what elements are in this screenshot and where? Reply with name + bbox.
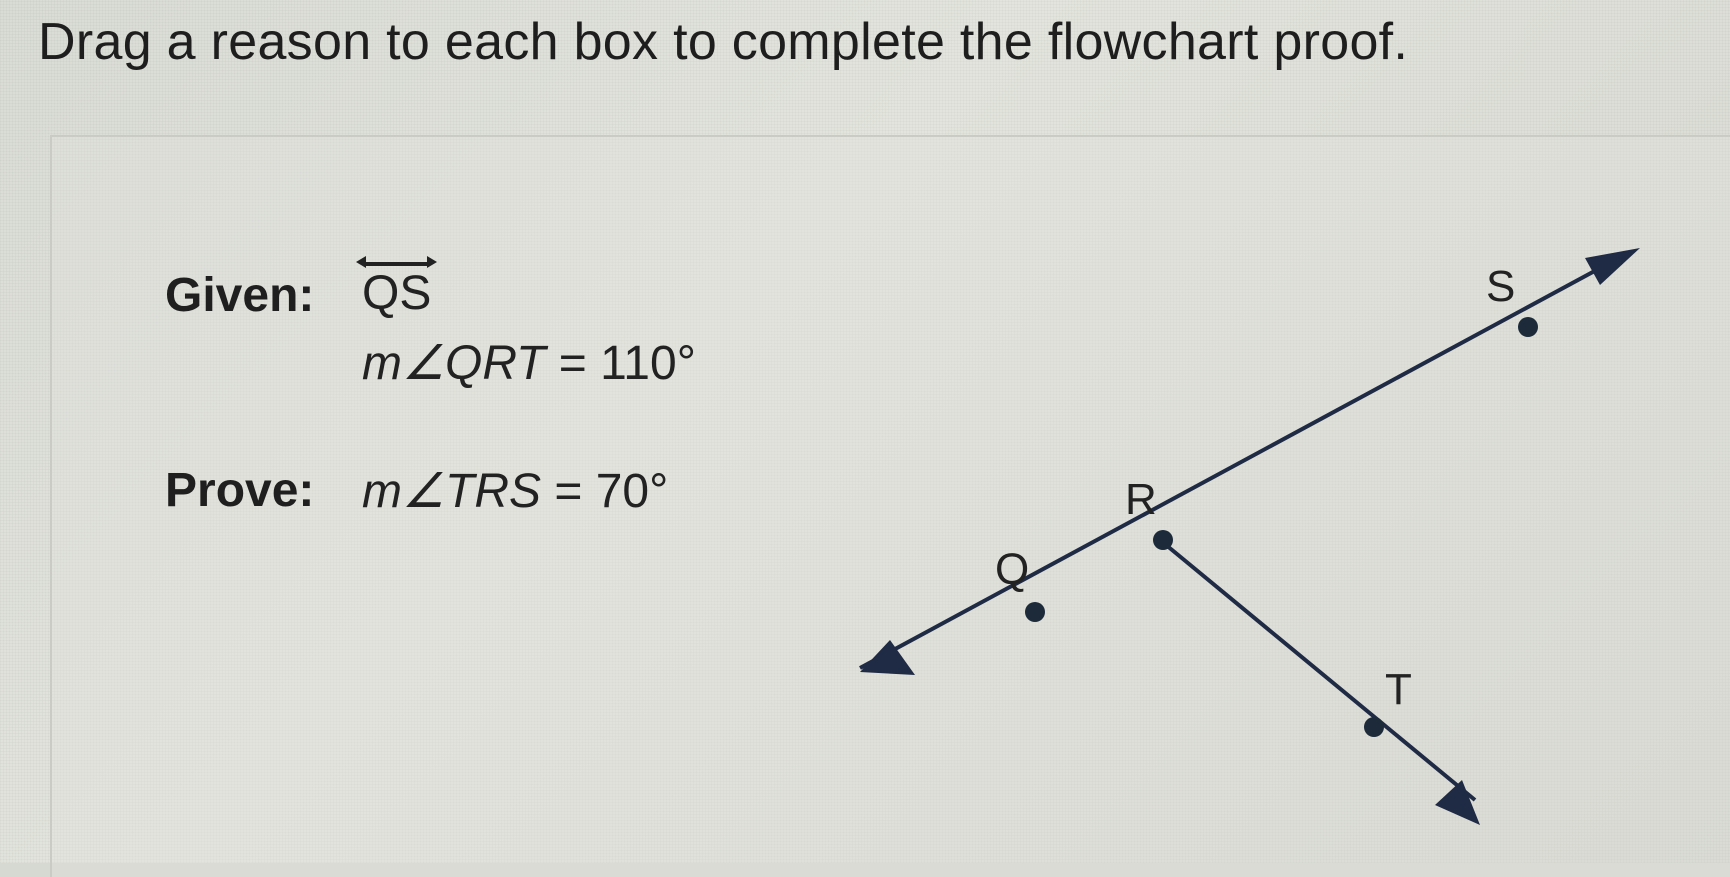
given-line-qs: QS xyxy=(356,256,438,321)
point-label-q: Q xyxy=(995,545,1030,594)
given-label: Given: xyxy=(165,269,315,322)
arrow-left-icon xyxy=(356,256,366,268)
line-overbar-icon xyxy=(364,262,430,266)
given-statement-1: QS xyxy=(362,267,432,320)
point-t xyxy=(1364,717,1384,737)
prove-angle-name: m∠TRS xyxy=(362,465,542,518)
point-s xyxy=(1518,317,1538,337)
point-label-r: R xyxy=(1125,475,1157,524)
arrowhead-q-icon xyxy=(860,640,915,675)
line-qs xyxy=(859,258,1616,670)
point-label-t: T xyxy=(1385,665,1412,714)
point-r xyxy=(1153,530,1173,550)
point-q xyxy=(1025,602,1045,622)
proof-panel xyxy=(50,135,1730,877)
prove-statement: m∠TRS = 70° xyxy=(362,463,668,519)
given-angle-value: = 110° xyxy=(545,337,696,390)
point-label-s: S xyxy=(1486,262,1516,311)
ray-rt xyxy=(1158,538,1477,802)
instruction-text: Drag a reason to each box to complete th… xyxy=(38,13,1409,71)
arrowhead-t-icon xyxy=(1435,780,1480,825)
arrowhead-s-icon xyxy=(1585,248,1640,285)
arrow-right-icon xyxy=(427,256,438,268)
prove-angle-value: = 70° xyxy=(541,465,669,518)
given-statement-2: m∠QRT = 110° xyxy=(362,335,696,391)
given-angle-name: m∠QRT xyxy=(362,337,546,390)
prove-label: Prove: xyxy=(165,464,315,517)
